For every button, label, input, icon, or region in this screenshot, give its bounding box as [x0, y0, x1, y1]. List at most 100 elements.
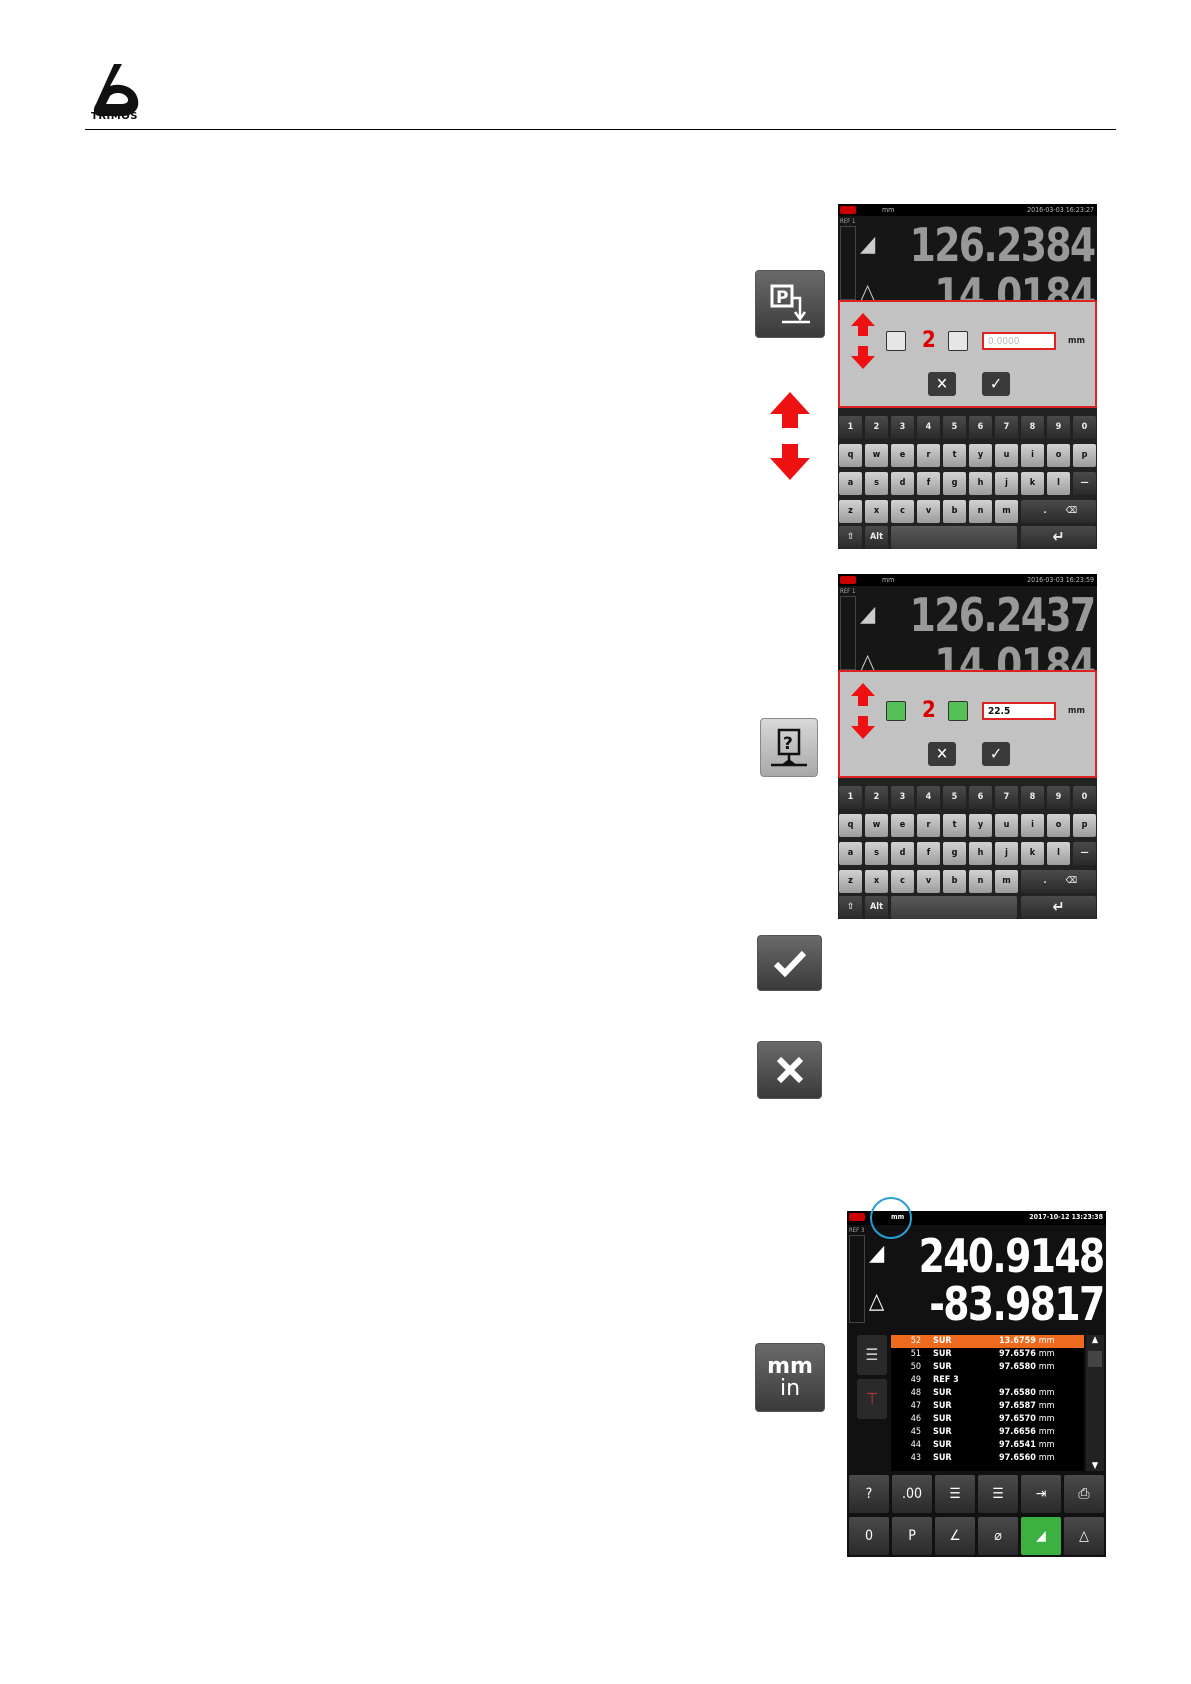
preset-p-icon[interactable]	[948, 701, 968, 721]
alt-key[interactable]: Alt	[865, 896, 888, 919]
measure-mode-icon[interactable]: ◢	[1021, 1517, 1061, 1555]
alt-key[interactable]: Alt	[865, 526, 888, 549]
key[interactable]: v	[917, 870, 940, 893]
probe-question-icon[interactable]	[886, 331, 906, 351]
up-down-arrows-icon[interactable]	[850, 312, 876, 370]
key[interactable]: 5	[943, 786, 966, 809]
key[interactable]: 0	[1073, 786, 1096, 809]
key[interactable]: c	[891, 500, 914, 523]
probe-question-icon[interactable]	[886, 701, 906, 721]
key[interactable]: u	[995, 814, 1018, 837]
key[interactable]: 7	[995, 416, 1018, 439]
shift-key[interactable]: ⇧	[839, 526, 862, 549]
key[interactable]: 8	[1021, 416, 1044, 439]
key[interactable]: l	[1047, 842, 1070, 865]
key[interactable]: e	[891, 444, 914, 467]
key[interactable]: p	[1073, 814, 1096, 837]
layers-icon[interactable]: ☰	[978, 1475, 1018, 1513]
key[interactable]: 3	[891, 786, 914, 809]
confirm-button[interactable]	[757, 935, 822, 991]
key[interactable]: z	[839, 500, 862, 523]
dialog-confirm-button[interactable]: ✓	[982, 742, 1010, 766]
key[interactable]: a	[839, 472, 862, 495]
key[interactable]: 2	[865, 416, 888, 439]
key[interactable]: r	[917, 444, 940, 467]
key[interactable]: o	[1047, 444, 1070, 467]
probe-question-icon[interactable]: ?	[849, 1475, 889, 1513]
dialog-cancel-button[interactable]: ✕	[928, 372, 956, 396]
preset-p-icon[interactable]: P	[892, 1517, 932, 1555]
key[interactable]: m	[995, 870, 1018, 893]
key[interactable]: h	[969, 842, 992, 865]
key[interactable]: n	[969, 500, 992, 523]
key[interactable]: s	[865, 472, 888, 495]
key[interactable]: 0	[1073, 416, 1096, 439]
key[interactable]: v	[917, 500, 940, 523]
decimals-button[interactable]: .00	[892, 1475, 932, 1513]
key[interactable]: n	[969, 870, 992, 893]
key[interactable]: y	[969, 814, 992, 837]
key[interactable]: d	[891, 472, 914, 495]
backspace-key[interactable]: ⌫	[1047, 500, 1096, 523]
key[interactable]: t	[943, 814, 966, 837]
enter-key[interactable]: ↵	[1021, 526, 1096, 549]
key[interactable]: q	[839, 444, 862, 467]
preset-button[interactable]: P	[755, 270, 825, 338]
key[interactable]: i	[1021, 444, 1044, 467]
probe-question-button[interactable]: ?	[760, 718, 818, 777]
key-minus[interactable]: —	[1073, 842, 1096, 865]
key-minus[interactable]: —	[1073, 472, 1096, 495]
dialog-confirm-button[interactable]: ✓	[982, 372, 1010, 396]
tolerance-icon[interactable]: ⊤	[857, 1379, 887, 1419]
unit-toggle-button[interactable]: mm in	[755, 1343, 825, 1412]
cancel-button[interactable]	[757, 1041, 822, 1099]
key[interactable]: r	[917, 814, 940, 837]
backspace-key[interactable]: ⌫	[1047, 870, 1096, 893]
shift-key[interactable]: ⇧	[839, 896, 862, 919]
key[interactable]: d	[891, 842, 914, 865]
key[interactable]: b	[943, 870, 966, 893]
up-down-arrows-icon[interactable]	[850, 682, 876, 740]
key[interactable]: j	[995, 472, 1018, 495]
diameter-icon[interactable]: ⌀	[978, 1517, 1018, 1555]
key[interactable]: o	[1047, 814, 1070, 837]
key[interactable]: w	[865, 444, 888, 467]
key[interactable]: p	[1073, 444, 1096, 467]
space-key[interactable]	[891, 526, 1017, 549]
key[interactable]: x	[865, 870, 888, 893]
print-icon[interactable]: ⎙	[1064, 1475, 1104, 1513]
key[interactable]: e	[891, 814, 914, 837]
preset-p-icon[interactable]	[948, 331, 968, 351]
key[interactable]: u	[995, 444, 1018, 467]
preset-value-input[interactable]: 22.5	[982, 702, 1056, 720]
key[interactable]: s	[865, 842, 888, 865]
zero-set-icon[interactable]: 0	[849, 1517, 889, 1555]
key[interactable]: 3	[891, 416, 914, 439]
space-key[interactable]	[891, 896, 1017, 919]
key[interactable]: 6	[969, 786, 992, 809]
key[interactable]: 4	[917, 416, 940, 439]
scroll-thumb[interactable]	[1088, 1351, 1102, 1367]
key[interactable]: c	[891, 870, 914, 893]
layers-select-icon[interactable]: ☰	[935, 1475, 975, 1513]
key[interactable]: t	[943, 444, 966, 467]
scrollbar[interactable]: ▲ ▼	[1086, 1335, 1104, 1471]
key[interactable]: 5	[943, 416, 966, 439]
list-view-icon[interactable]: ☰	[857, 1335, 887, 1375]
key[interactable]: g	[943, 472, 966, 495]
trimos-menu-icon[interactable]: △	[1064, 1517, 1104, 1555]
key[interactable]: i	[1021, 814, 1044, 837]
key[interactable]: f	[917, 842, 940, 865]
dialog-cancel-button[interactable]: ✕	[928, 742, 956, 766]
preset-value-input[interactable]: 0.0000	[982, 332, 1056, 350]
key[interactable]: m	[995, 500, 1018, 523]
key[interactable]: j	[995, 842, 1018, 865]
key[interactable]: g	[943, 842, 966, 865]
key[interactable]: 8	[1021, 786, 1044, 809]
